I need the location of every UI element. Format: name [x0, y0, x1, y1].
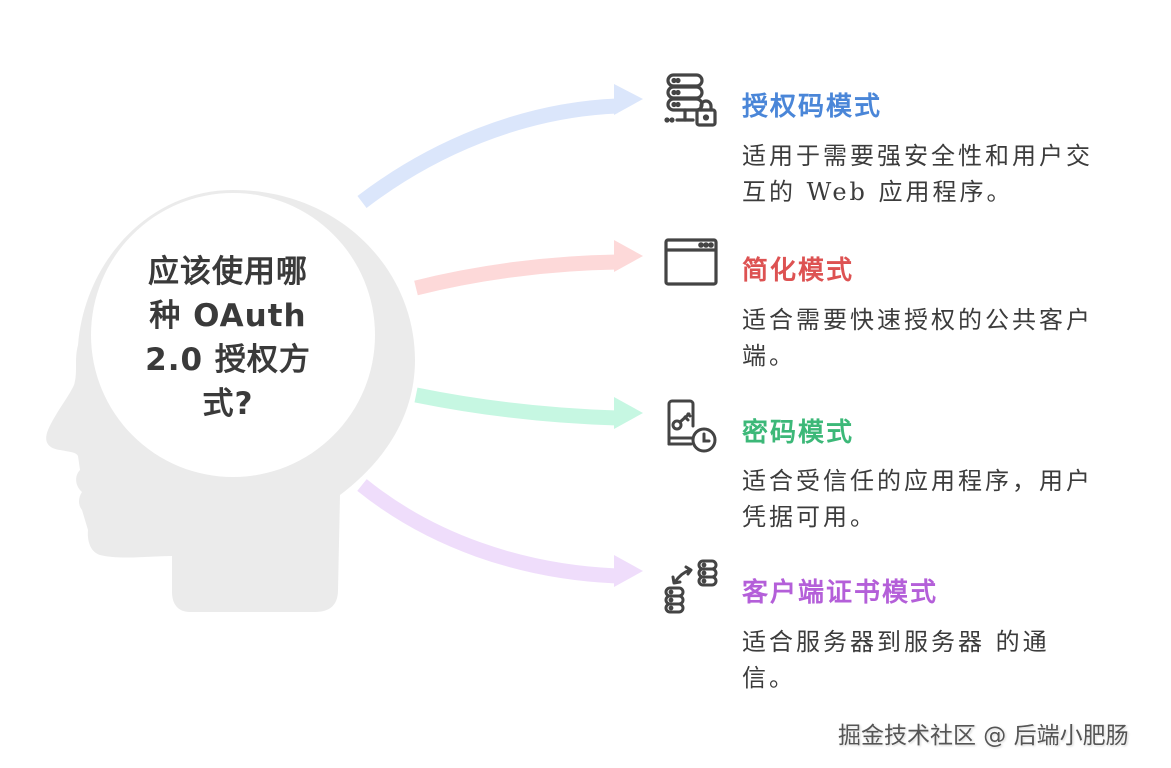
- item-title-auth-code: 授权码模式: [742, 92, 883, 122]
- question-line: 种 OAuth: [149, 298, 307, 334]
- item-title-implicit: 简化模式: [742, 256, 855, 286]
- item-desc-implicit: 适合需要快速授权的公共客户 端。: [742, 302, 1137, 374]
- desc-line: 适合需要快速授权的公共客户: [742, 306, 1093, 334]
- server-exchange-icon: [664, 559, 718, 614]
- question-line: 式?: [202, 386, 254, 422]
- item-desc-auth-code: 适用于需要强安全性和用户交 互的 Web 应用程序。: [742, 138, 1137, 210]
- key-device-clock-icon: [667, 399, 717, 453]
- arrow-client-credentials: [357, 479, 643, 587]
- central-question: 应该使用哪 种 OAuth 2.0 授权方 式?: [118, 250, 338, 426]
- arrow-implicit: [414, 240, 643, 296]
- item-title-password: 密码模式: [742, 418, 855, 448]
- item-desc-client-credentials: 适合服务器到服务器 的通 信。: [742, 624, 1137, 696]
- browser-window-icon: [664, 238, 718, 286]
- question-line: 应该使用哪: [148, 254, 308, 290]
- desc-line: 凭据可用。: [742, 503, 877, 531]
- item-desc-password: 适合受信任的应用程序，用户 凭据可用。: [742, 463, 1137, 535]
- desc-line: 端。: [742, 342, 796, 370]
- arrow-auth-code: [357, 84, 643, 208]
- server-lock-icon: [664, 73, 717, 127]
- desc-line: 适合受信任的应用程序，用户: [742, 467, 1093, 495]
- item-title-client-credentials: 客户端证书模式: [742, 578, 939, 608]
- question-line: 2.0 授权方: [145, 342, 311, 378]
- desc-line: 信。: [742, 664, 796, 692]
- desc-line: 适用于需要强安全性和用户交: [742, 142, 1093, 170]
- arrow-password: [414, 387, 643, 429]
- watermark: 掘金技术社区 @ 后端小肥肠: [838, 723, 1129, 749]
- desc-line: 互的 Web 应用程序。: [742, 178, 1014, 206]
- desc-line: 适合服务器到服务器 的通: [742, 628, 1050, 656]
